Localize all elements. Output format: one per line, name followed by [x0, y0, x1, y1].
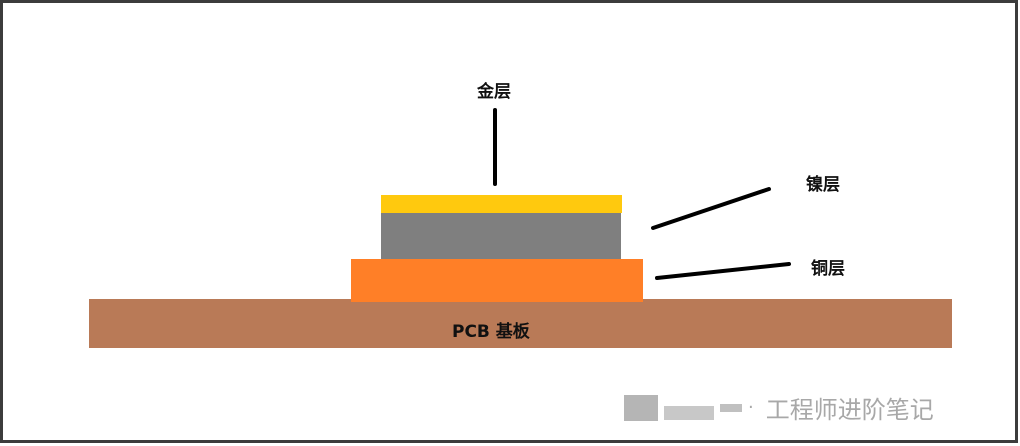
nickel-leader-line — [651, 187, 771, 230]
watermark-text: 工程师进阶笔记 — [765, 396, 934, 424]
copper-leader-line — [655, 262, 791, 280]
nickel-layer — [381, 213, 621, 259]
gold-label: 金层 — [477, 82, 511, 102]
copper-layer — [351, 259, 643, 302]
watermark-separator: · — [748, 397, 754, 418]
blurred-name-2 — [720, 403, 742, 412]
substrate-label: PCB 基板 — [452, 322, 530, 342]
nickel-label: 镍层 — [806, 175, 840, 195]
copper-label: 铜层 — [811, 259, 845, 279]
gold-layer — [381, 195, 622, 213]
blurred-name — [664, 405, 714, 420]
watermark: · 工程师进阶笔记 — [624, 390, 934, 425]
blurred-logo-icon — [624, 394, 658, 421]
substrate-layer — [89, 299, 952, 348]
